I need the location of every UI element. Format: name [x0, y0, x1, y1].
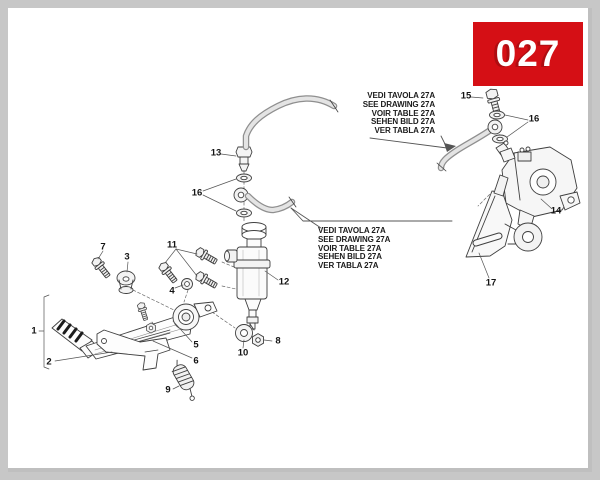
- note-line: VOIR TABLE 27A: [318, 243, 382, 253]
- part-label-2: 2: [46, 356, 52, 368]
- part-label-3: 3: [124, 251, 130, 263]
- part-label-16-right: 16: [528, 113, 540, 125]
- part-label-17: 17: [485, 277, 497, 289]
- part-label-12: 12: [278, 276, 290, 288]
- part-label-9: 9: [165, 384, 171, 396]
- part-label-8: 8: [275, 335, 281, 347]
- note-line: SEHEN BILD 27A: [371, 117, 435, 127]
- part-label-16-left: 16: [191, 187, 203, 199]
- part-label-13: 13: [210, 147, 222, 159]
- note-line: SEHEN BILD 27A: [318, 252, 382, 262]
- part-label-1: 1: [31, 325, 37, 337]
- note-line: VEDI TAVOLA 27A: [367, 91, 435, 100]
- return-spring: [171, 359, 195, 401]
- brake-pedal: [51, 301, 218, 371]
- note-line: SEE DRAWING 27A: [362, 99, 435, 109]
- brake-caliper: [495, 140, 581, 231]
- leader-lines: [38, 96, 552, 390]
- part-label-4: 4: [169, 285, 175, 297]
- master-cylinder: [224, 222, 271, 342]
- note-line: VOIR TABLE 27A: [371, 108, 435, 118]
- part-label-15: 15: [460, 90, 472, 102]
- pedal-fasteners: [89, 245, 220, 334]
- reference-note-middle: VEDI TAVOLA 27A SEE DRAWING 27A VOIR TAB…: [318, 226, 408, 271]
- part-label-5: 5: [193, 339, 199, 351]
- note-line: VER TABLA 27A: [374, 126, 436, 136]
- note-line: VER TABLA 27A: [318, 261, 379, 271]
- plate-number: 027: [495, 33, 561, 74]
- part-label-6: 6: [193, 355, 199, 367]
- plate-number-badge: 027: [473, 22, 583, 86]
- brake-hose-upper: [242, 95, 339, 151]
- reference-note-top: VEDI TAVOLA 27A SEE DRAWING 27A VOIR TAB…: [345, 91, 436, 136]
- hose-fitting-13: [235, 146, 253, 172]
- part-label-10: 10: [237, 347, 249, 359]
- part-label-11: 11: [166, 239, 178, 251]
- brake-hose-lower: [244, 192, 297, 214]
- note-line: SEE DRAWING 27A: [318, 234, 391, 244]
- part-label-7: 7: [100, 241, 106, 253]
- brake-hose-caliper: [436, 127, 493, 172]
- caliper-bracket: [465, 174, 543, 258]
- note-pointers: [290, 135, 456, 229]
- clevis-nut-8: [252, 333, 264, 347]
- note-line: VEDI TAVOLA 27A: [318, 226, 386, 235]
- part-label-14: 14: [550, 205, 562, 217]
